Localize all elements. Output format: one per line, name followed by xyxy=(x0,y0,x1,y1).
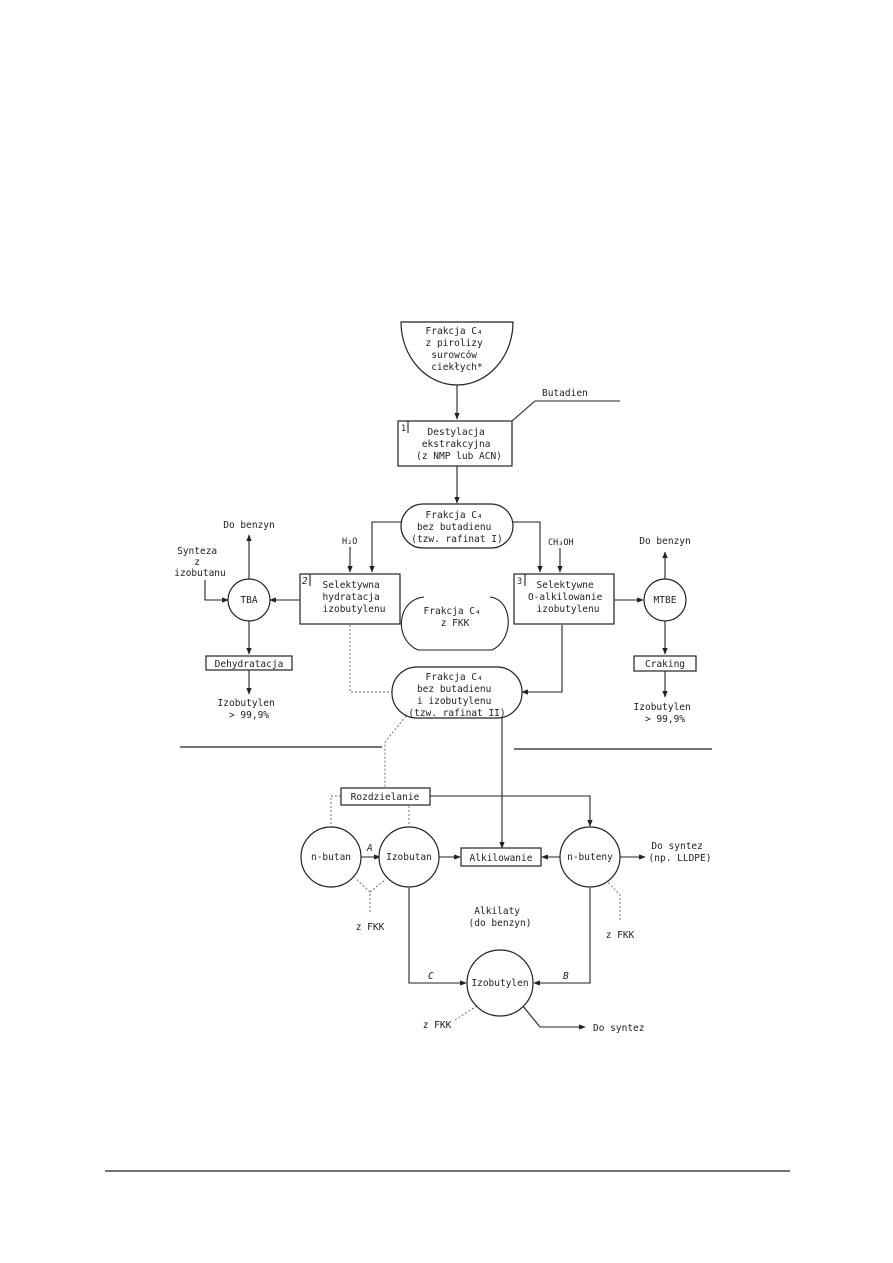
do-benzyn-left-label: Do benzyn xyxy=(223,520,274,531)
arrow-c-isobutane-to-isobutylene xyxy=(408,888,467,986)
arrow-synteza-to-tba xyxy=(204,580,229,603)
ch3oh-label: CH₃OH xyxy=(548,538,574,548)
z-fkk-3-label: z FKK xyxy=(423,1020,452,1031)
z-fkk-2-label: z FKK xyxy=(606,930,635,941)
n-butenes-node xyxy=(559,826,621,888)
line-separation-to-n-butane xyxy=(330,795,341,826)
craking-label: Craking xyxy=(645,659,685,670)
line-fkk1-to-isobutane xyxy=(369,879,386,893)
separation-box xyxy=(340,787,431,806)
raffinate-2-node xyxy=(391,666,523,719)
mtbe-node xyxy=(643,578,687,622)
isobutylene-right-label: Izobutylen > 99,9% xyxy=(634,702,697,725)
feed-node xyxy=(400,321,514,386)
isobutylene-center-node xyxy=(466,949,534,1017)
distillation-number: 1 xyxy=(401,424,406,434)
alkylation-box xyxy=(460,847,542,867)
butadien-label: Butadien xyxy=(542,388,588,399)
arrow-alkylation-to-raffinate xyxy=(521,625,563,695)
distillation-label: Destylacja ekstrakcyjna (z NMP lub ACN) xyxy=(416,427,502,462)
o-alkylation-box xyxy=(513,573,615,625)
hydration-label: Selektywna hydratacja izobutylenu xyxy=(323,580,386,615)
synteza-izobutanu-label: Synteza z izobutanu xyxy=(174,546,225,579)
do-syntez-right-label: Do syntez (np. LLDPE) xyxy=(649,841,712,864)
line-raffinate-to-separation xyxy=(384,715,407,788)
fkk-fraction-label: Frakcja C₄ z FKK xyxy=(424,606,487,629)
arrow-separation-to-n-butenes xyxy=(430,795,593,827)
o-alkylation-label: Selektywne O-alkilowanie izobutylenu xyxy=(528,580,608,615)
line-butadien-out xyxy=(511,400,620,422)
flow-lines xyxy=(204,385,668,1030)
line-fkk2-to-n-butenes xyxy=(605,879,621,920)
isobutylene-left-label: Izobutylen > 99,9% xyxy=(218,698,281,721)
tba-node xyxy=(227,578,271,622)
n-butane-label: n-butan xyxy=(311,852,351,863)
isobutane-node xyxy=(378,826,440,888)
line-hydration-to-raffinate xyxy=(349,625,392,693)
craking-box xyxy=(633,655,697,672)
raffinate-2-label: Frakcja C₄ bez butadienu i izobutylenu (… xyxy=(408,672,505,719)
do-benzyn-right-label: Do benzyn xyxy=(639,536,690,547)
arrow-fraction-to-hydration xyxy=(369,521,402,573)
n-butane-node xyxy=(300,826,362,888)
isobutylene-center-label: Izobutylen xyxy=(471,978,528,989)
feed-label: Frakcja C₄ z pirolizy surowców ciekłych* xyxy=(426,326,489,373)
route-c-label: C xyxy=(428,971,434,982)
tba-label: TBA xyxy=(240,595,257,606)
z-fkk-1-label: z FKK xyxy=(356,922,385,933)
arrow-b-n-butenes-to-isobutylene xyxy=(533,888,591,986)
line-fkk1-to-n-butane xyxy=(354,877,371,912)
arrow-fraction-to-o-alkylation xyxy=(513,521,543,573)
dehydration-label: Dehydratacja xyxy=(215,659,284,670)
distillation-box xyxy=(397,420,513,467)
isobutane-label: Izobutan xyxy=(386,852,432,863)
route-a-label: A xyxy=(366,843,373,854)
mtbe-label: MTBE xyxy=(654,595,677,606)
hydration-box xyxy=(299,573,401,625)
hydration-number: 2 xyxy=(302,576,308,587)
raffinate-1-node xyxy=(400,503,514,549)
arrow-isobutylene-to-syntheses xyxy=(521,1004,586,1030)
separation-label: Rozdzielanie xyxy=(351,792,420,803)
line-fkk3-to-isobutylene xyxy=(454,1005,478,1021)
alkylation-label: Alkilowanie xyxy=(470,853,533,864)
do-syntez-bottom-label: Do syntez xyxy=(593,1023,644,1034)
route-b-label: B xyxy=(563,971,569,982)
fkk-fraction-arcs xyxy=(400,596,509,651)
raffinate-1-label: Frakcja C₄ bez butadienu (tzw. rafinat I… xyxy=(411,510,503,545)
dehydration-box xyxy=(205,655,293,671)
o-alkylation-number: 3 xyxy=(517,577,522,587)
n-butenes-label: n-buteny xyxy=(567,852,613,863)
h2o-label: H₂O xyxy=(342,537,357,547)
alkylates-label: Alkilaty (do benzyn) xyxy=(469,906,532,929)
